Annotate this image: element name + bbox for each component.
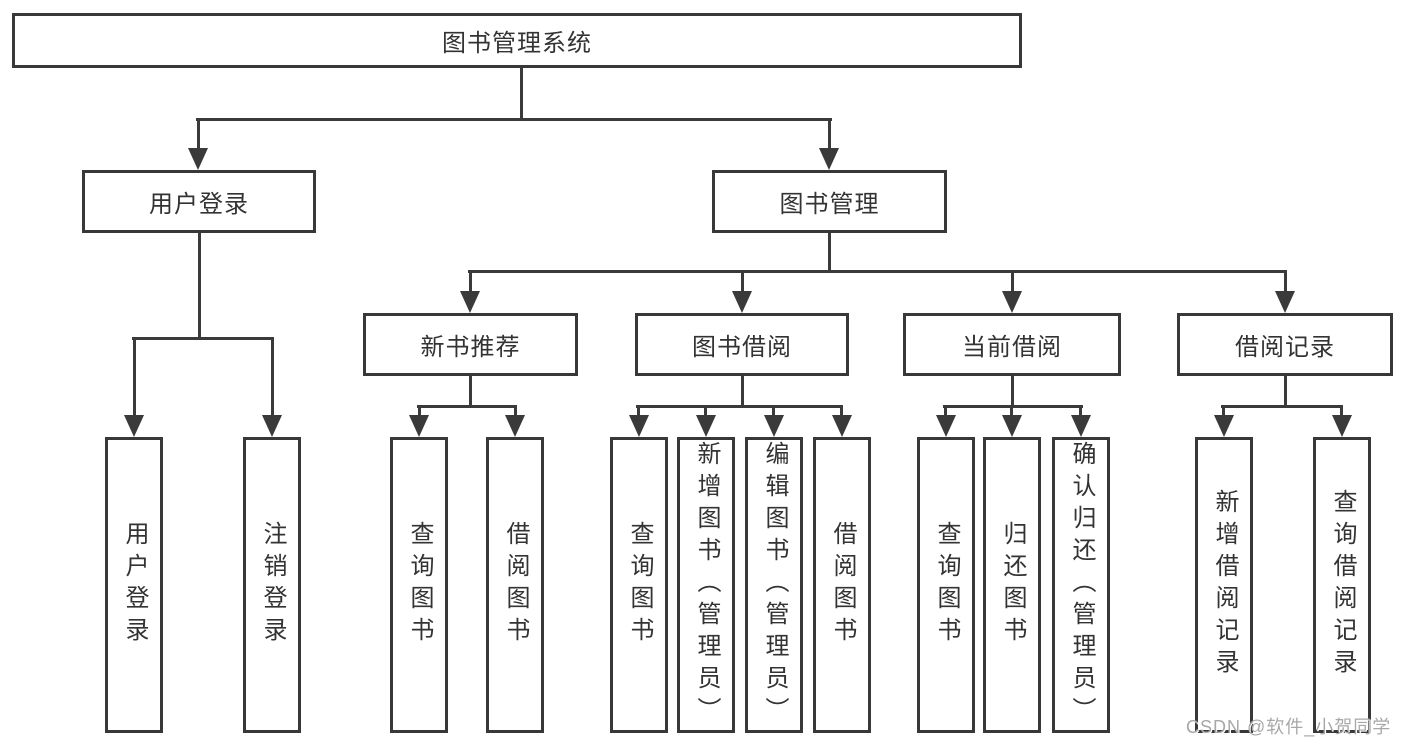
connector-groupB-stem2 (704, 405, 707, 419)
connector-level2-rail (468, 270, 1287, 273)
node-borrowing-records: 借阅记录 (1177, 313, 1393, 376)
connector-groupD-rail (1221, 405, 1343, 408)
node-new-book-recommend: 新书推荐 (363, 313, 578, 376)
connector-groupB-rail (636, 405, 843, 408)
node-borrow-books-a: 借阅图书 (486, 437, 544, 733)
node-library-management-system: 图书管理系统 (12, 13, 1022, 68)
node-confirm-return-admin: 确认归还（管理员） (1052, 437, 1110, 733)
node-logout-leaf: 注销登录 (243, 437, 301, 733)
node-user-login-leaf: 用户登录 (105, 437, 163, 733)
node-add-books-admin: 新增图书（管理员） (677, 437, 735, 733)
arrow-down-icon (262, 415, 282, 437)
connector-stem-login (133, 337, 136, 417)
connector-groupD-stem2 (1340, 405, 1343, 419)
arrow-down-icon (1002, 291, 1022, 313)
connector-groupB-stem1 (637, 405, 640, 419)
node-edit-books-admin: 编辑图书（管理员） (745, 437, 803, 733)
csdn-watermark: CSDN @软件_小贺同学 (1186, 717, 1392, 737)
arrow-down-icon (1332, 415, 1352, 437)
node-book-management: 图书管理 (712, 170, 947, 233)
connector-user-login-stem (198, 233, 201, 337)
arrow-down-icon (124, 415, 144, 437)
arrow-down-icon (832, 415, 852, 437)
node-user-login: 用户登录 (82, 170, 316, 233)
arrow-down-icon (629, 415, 649, 437)
arrow-down-icon (819, 148, 839, 170)
node-book-borrowing: 图书借阅 (635, 313, 849, 376)
connector-groupA-stem (469, 376, 472, 405)
connector-groupC-stem2 (1010, 405, 1013, 419)
arrow-down-icon (696, 415, 716, 437)
connector-groupC-stem3 (1079, 405, 1082, 419)
connector-groupA-stem2 (514, 405, 517, 419)
connector-groupC-rail (943, 405, 1083, 408)
arrow-down-icon (505, 415, 525, 437)
connector-book-mgmt-stem (828, 233, 831, 272)
node-query-books-b: 查询图书 (610, 437, 668, 733)
connector-stem-logout (271, 337, 274, 417)
connector-stem-book-borrow (741, 270, 744, 295)
connector-stem-borrow-records (1284, 270, 1287, 295)
node-add-borrow-record: 新增借阅记录 (1195, 437, 1253, 733)
node-borrow-books-b: 借阅图书 (813, 437, 871, 733)
connector-groupA-stem1 (418, 405, 421, 419)
connector-stem-new-books (469, 270, 472, 295)
connector-stem-book-mgmt (828, 118, 831, 152)
arrow-down-icon (764, 415, 784, 437)
connector-groupA-rail (417, 405, 517, 408)
connector-groupC-stem1 (944, 405, 947, 419)
connector-groupB-stem4 (840, 405, 843, 419)
node-query-borrow-record: 查询借阅记录 (1313, 437, 1371, 733)
connector-stem-user-login (197, 118, 200, 152)
node-query-books-c: 查询图书 (917, 437, 975, 733)
node-return-books: 归还图书 (983, 437, 1041, 733)
arrow-down-icon (936, 415, 956, 437)
connector-groupB-stem3 (772, 405, 775, 419)
arrow-down-icon (460, 291, 480, 313)
connector-user-login-rail (132, 337, 274, 340)
arrow-down-icon (1071, 415, 1091, 437)
arrow-down-icon (1002, 415, 1022, 437)
connector-groupC-stem (1011, 376, 1014, 405)
connector-level1-rail (196, 118, 832, 121)
connector-root-stem (520, 68, 523, 120)
node-current-borrowing: 当前借阅 (903, 313, 1121, 376)
connector-groupD-stem (1284, 376, 1287, 405)
connector-groupD-stem1 (1222, 405, 1225, 419)
arrow-down-icon (188, 148, 208, 170)
arrow-down-icon (1214, 415, 1234, 437)
node-query-books-a: 查询图书 (390, 437, 448, 733)
connector-groupB-stem (741, 376, 744, 405)
arrow-down-icon (732, 291, 752, 313)
arrow-down-icon (409, 415, 429, 437)
arrow-down-icon (1275, 291, 1295, 313)
connector-stem-current-borrow (1011, 270, 1014, 295)
